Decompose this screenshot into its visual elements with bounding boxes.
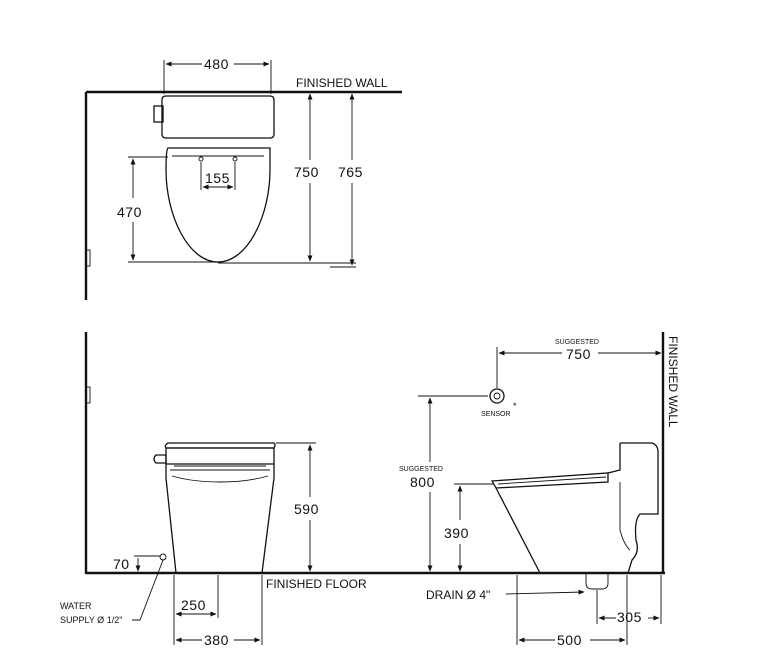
suggested-750-label: SUGGESTED [555, 339, 599, 346]
dim-765: 765 [338, 164, 363, 180]
trapway-line [619, 482, 631, 551]
dim-250: 250 [181, 597, 206, 613]
drain-label: DRAIN Ø 4" [426, 588, 490, 602]
water-supply-label-2: SUPPLY Ø 1/2" [60, 615, 122, 625]
finished-floor-label: FINISHED FLOOR [266, 577, 367, 591]
bolt-left [198, 156, 204, 162]
sensor-label: SENSOR [481, 411, 511, 418]
sensor-inner [493, 392, 501, 400]
bolt-right [232, 156, 238, 162]
drain-leader [505, 589, 585, 595]
water-leader [132, 559, 164, 621]
dim-155: 155 [205, 170, 230, 186]
dim-70: 70 [113, 556, 130, 572]
dim-480: 480 [204, 56, 229, 72]
seat-side-line [497, 476, 607, 485]
dim-800: 800 [410, 474, 435, 490]
top-view: FINISHED WALL 480 155 470 750 [84, 56, 402, 300]
front-view: FINISHED FLOOR 590 70 WATER SUPPLY Ø 1/2… [60, 332, 665, 648]
rim-curve [171, 475, 269, 483]
dim-750-side: 750 [566, 346, 591, 362]
tank-side-outline [620, 442, 659, 574]
tank-outline [161, 95, 275, 139]
dim-390: 390 [444, 525, 469, 541]
finished-wall-label: FINISHED WALL [296, 76, 388, 90]
side-finished-wall-label: FINISHED WALL [666, 336, 680, 428]
water-supply-label-1: WATER [60, 601, 92, 611]
seat-side [490, 472, 609, 489]
lid-top [164, 442, 276, 449]
dim-305: 305 [617, 609, 642, 625]
pedestal-outline [165, 464, 275, 574]
dim-590: 590 [294, 501, 319, 517]
side-view: FINISHED WALL SENSOR * SUGGESTED 750 SUG… [399, 332, 680, 648]
dim-500: 500 [557, 632, 582, 648]
sensor-asterisk: * [513, 401, 517, 411]
sensor-icon [489, 388, 505, 404]
dim-470: 470 [117, 204, 142, 220]
water-supply-point [159, 553, 167, 561]
seat-hinge-side [607, 443, 621, 474]
dim-380: 380 [204, 632, 229, 648]
bowl-front-side [495, 487, 541, 574]
flush-handle [153, 105, 164, 123]
dim-750: 750 [294, 164, 319, 180]
front-flush-handle [153, 454, 167, 464]
drain-pipe [585, 573, 609, 590]
front-wall-bracket [85, 386, 91, 404]
bowl-outline [165, 147, 271, 263]
wall-bracket [85, 249, 91, 267]
seat-front [165, 447, 275, 465]
suggested-800-label: SUGGESTED [399, 466, 443, 473]
